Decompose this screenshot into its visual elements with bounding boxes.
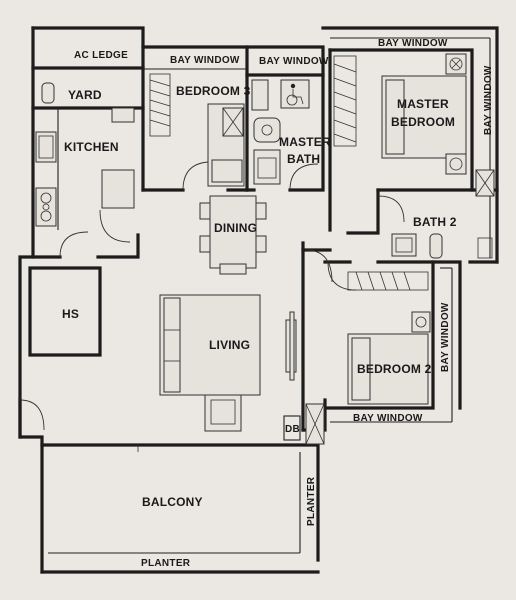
doors	[19, 231, 139, 452]
bath2-fixtures	[391, 233, 493, 259]
master-bedroom-label-line2: BEDROOM	[391, 115, 455, 129]
db-label: DB	[285, 424, 300, 435]
living-label: LIVING	[209, 338, 250, 352]
master-bath-label-line1: MASTER	[279, 135, 331, 149]
bay-window-bedroom2-side: BAY WINDOW	[440, 302, 451, 372]
sink-icon	[253, 149, 281, 185]
bay-window-lines	[143, 37, 491, 423]
balcony-label: BALCONY	[142, 495, 203, 509]
planter-bottom-label: PLANTER	[141, 558, 191, 569]
master-bedroom-label-line1: MASTER	[397, 97, 449, 111]
aircon-icon	[222, 107, 244, 137]
stove-icon	[35, 187, 57, 227]
dining-label: DINING	[214, 221, 257, 235]
master-bedroom-furniture	[333, 53, 495, 223]
hs-label: HS	[62, 307, 79, 321]
bath2-label: BATH 2	[413, 215, 457, 229]
kitchen-counter	[35, 107, 135, 243]
bay-window-master-bath: BAY WINDOW	[259, 56, 329, 67]
bedroom2-label: BEDROOM 2	[357, 362, 432, 376]
aircon-icon	[445, 53, 467, 75]
bay-window-master-top: BAY WINDOW	[378, 38, 448, 49]
bay-window-master-side: BAY WINDOW	[483, 65, 494, 135]
wheelchair-icon	[280, 79, 310, 109]
master-bath-label-line2: BATH	[287, 152, 320, 166]
master-bath-fixtures	[251, 79, 319, 191]
toilet-icon	[41, 82, 55, 104]
bay-window-bedroom3: BAY WINDOW	[170, 55, 240, 66]
kitchen-label: KITCHEN	[64, 140, 119, 154]
walls	[18, 26, 499, 574]
living-furniture	[159, 294, 297, 432]
bedroom3-label: BEDROOM 3	[176, 84, 251, 98]
planter-side-label: PLANTER	[306, 476, 317, 526]
ac-ledge-label: AC LEDGE	[74, 50, 128, 61]
aircon-icon	[411, 311, 431, 333]
dining-table	[199, 195, 267, 275]
bedroom2-furniture	[305, 249, 431, 445]
bay-window-bedroom2-bottom: BAY WINDOW	[353, 413, 423, 424]
bedroom3-furniture	[149, 73, 245, 191]
yard-label: YARD	[68, 88, 102, 102]
